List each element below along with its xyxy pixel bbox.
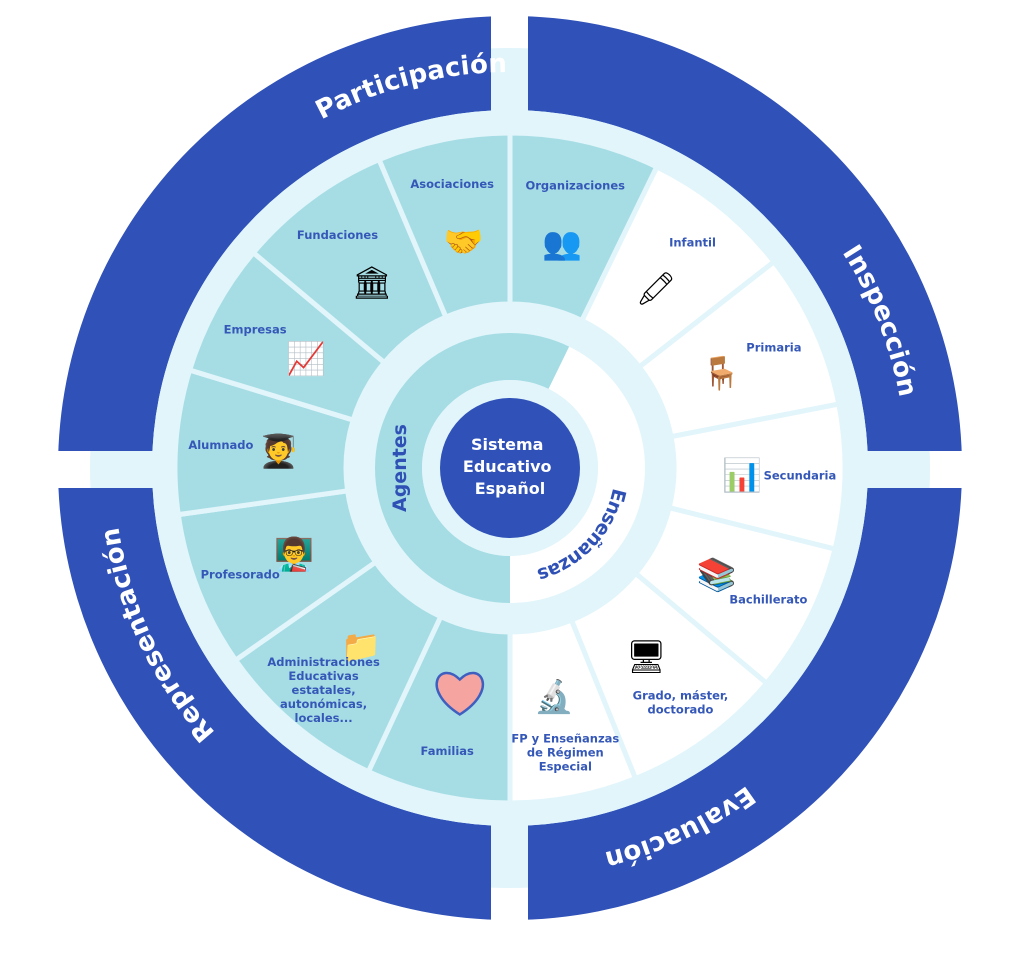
segment-label: Empresas <box>224 323 287 337</box>
people-cycle-icon: 👥 <box>542 224 582 262</box>
hands-together-icon: 🤝 <box>444 223 484 261</box>
chart-icon: 📈 <box>286 339 326 377</box>
heart-icon <box>435 671 485 716</box>
center-line-1: Sistema <box>471 435 544 454</box>
half-agentes[interactable] <box>374 332 570 603</box>
building-icon: 🏛 <box>352 264 393 302</box>
microscope-icon: 🔬 <box>534 678 574 716</box>
presentation-board-icon: 📊 <box>722 456 762 494</box>
half-label-agentes: Agentes <box>389 424 411 512</box>
computer-icon: 🖥 <box>626 638 667 676</box>
segment-label: Grado, máster,doctorado <box>633 689 729 717</box>
segment-label: Infantil <box>669 236 716 250</box>
folder-icon: 📁 <box>341 628 381 666</box>
halves-ring <box>374 332 646 603</box>
half-ensenanzas[interactable] <box>510 346 646 603</box>
student-icon: 🧑‍🎓 <box>259 432 299 470</box>
segment-label: Fundaciones <box>297 228 378 242</box>
school-desk-icon: 🪑 <box>701 354 741 392</box>
center-circle[interactable] <box>440 398 580 538</box>
segment-label: Alumnado <box>188 438 253 452</box>
binders-icon: 📚 <box>697 555 737 593</box>
segment-label: Bachillerato <box>729 593 807 607</box>
segment-label: Organizaciones <box>525 178 625 192</box>
segment-label: Primaria <box>746 341 801 355</box>
segment-label: Asociaciones <box>410 177 494 191</box>
segments-ring <box>172 130 848 806</box>
center-title: Sistema Educativo Español <box>463 435 557 498</box>
teacher-icon: 👨‍🏫 <box>274 535 314 573</box>
center-line-2: Educativo <box>463 457 552 476</box>
segment-label: Familias <box>421 744 475 758</box>
segment-label: Profesorado <box>201 567 280 581</box>
crayons-icon: 🖍 <box>636 270 677 308</box>
center-line-3: Español <box>475 479 546 498</box>
segment-label: Secundaria <box>764 469 837 483</box>
